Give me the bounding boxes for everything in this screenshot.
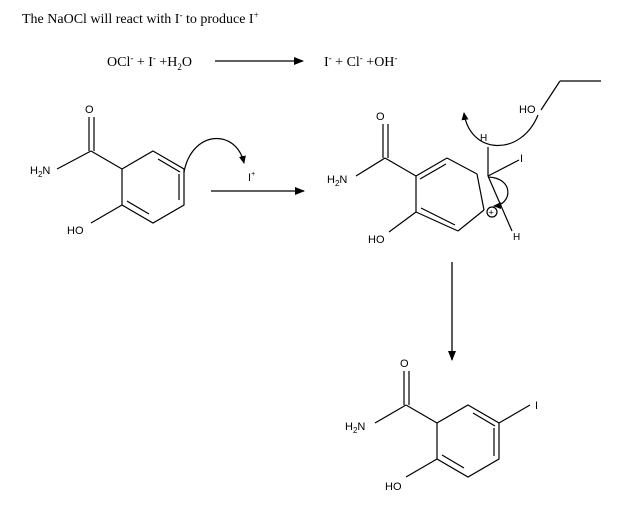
int-bond-top-right (446, 157, 478, 175)
prod-carbonyl-carbon-bond (405, 404, 438, 424)
int-bond-bottom-right (457, 209, 485, 232)
sigma-complex-structure (355, 80, 601, 233)
benzene-ring-1 (121, 150, 185, 224)
mol1-oxygen-label: O (85, 104, 94, 116)
ring3-double-bond-a (472, 412, 496, 427)
salicylamide-structure (56, 117, 185, 224)
base-hydroxyl-label: HO (519, 104, 536, 116)
int-bond-bottom (415, 211, 459, 232)
ring3-double-bond-c (441, 454, 465, 469)
attack-curved-arrow (183, 138, 246, 173)
int-hydroxyl-bond (388, 211, 417, 233)
int-bond-sp3-down (476, 173, 485, 211)
int-ci-bond (487, 159, 520, 177)
prod-oxygen-label: O (400, 358, 409, 370)
mol1-amine-label: H2N (30, 165, 50, 179)
int-hydroxyl-label: HO (368, 234, 385, 246)
iodonium-reagent-label: I+ (248, 171, 255, 184)
prod-amide-n-bond (374, 404, 407, 424)
int-oxygen-label: O (376, 111, 385, 123)
prod-hydroxyl-bond (405, 458, 438, 478)
ring1-double-bond-a (157, 158, 181, 173)
int-amide-n-bond (355, 157, 386, 177)
hydroxyl-bond-1 (90, 204, 123, 224)
deprotonation-curved-arrow (461, 112, 539, 147)
int-amine-label: H2N (327, 174, 347, 188)
int-double-top (419, 163, 447, 180)
int-positive-charge-circle (486, 206, 498, 218)
iodosalicylamide-structure (374, 371, 531, 478)
intro-text: The NaOCl will react with I- to produce … (22, 10, 259, 27)
ring1-double-bond-c (126, 200, 150, 215)
benzene-ring-3 (436, 404, 500, 478)
int-hydrogen-right-label: H (513, 232, 520, 243)
ci-bond-electron-arrow (487, 176, 509, 210)
equation-lhs: OCl- + I- +H2O (107, 53, 192, 72)
equation-rhs: I- + Cl- +OH- (324, 53, 397, 70)
carbonyl-carbon-bond (90, 150, 123, 170)
prod-amine-label: H2N (345, 421, 365, 435)
int-carbonyl-carbon-bond (384, 157, 417, 177)
prod-iodine-label: I (535, 400, 538, 412)
int-iodine-label: I (520, 153, 523, 165)
int-hydrogen-top-label: H (480, 133, 487, 144)
int-double-bottom (420, 207, 456, 226)
int-ch-bond-right (487, 175, 513, 232)
int-bond-top-left (415, 157, 448, 177)
prod-hydroxyl-label: HO (385, 481, 402, 493)
amide-n-bond-1 (56, 150, 92, 170)
base-ethyl-bond-1 (540, 80, 561, 111)
mol1-hydroxyl-label: HO (67, 225, 84, 237)
int-positive-charge-label: + (489, 208, 494, 218)
prod-ci-bond (498, 404, 531, 424)
